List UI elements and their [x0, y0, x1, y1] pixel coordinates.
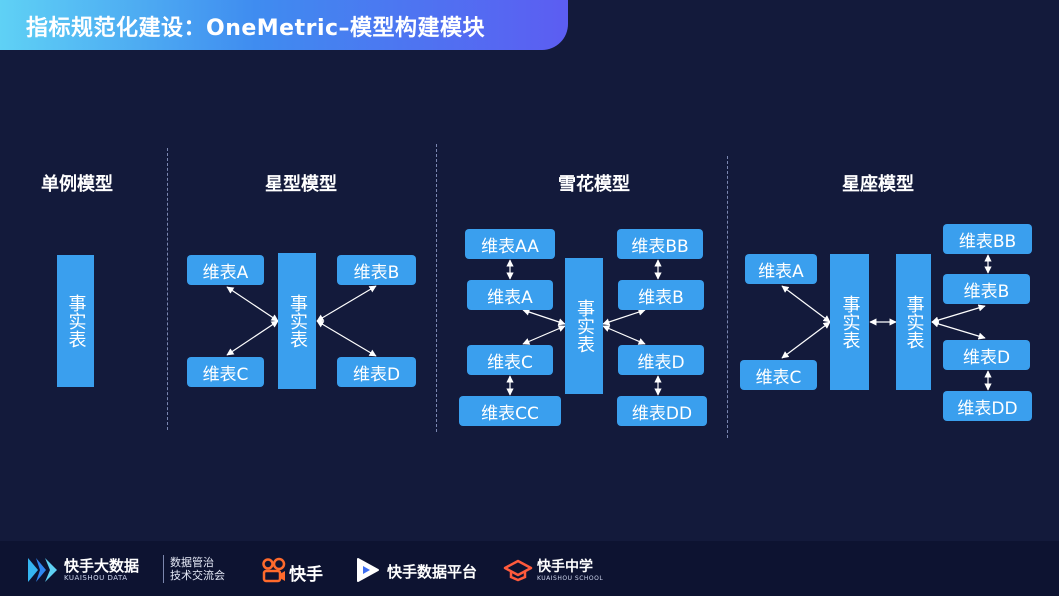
link-star-c: [226, 320, 279, 356]
dim-table-snow-dd: 维表DD: [617, 396, 707, 426]
brand-school: 快手中学: [537, 556, 593, 576]
dim-table-snow-bb: 维表BB: [617, 229, 703, 259]
play-logo-icon: [357, 558, 379, 582]
section-title-single: 单例模型: [41, 174, 113, 195]
school-logo-icon: [503, 559, 533, 582]
link-snow-b: [602, 308, 646, 326]
link-snow-d: [602, 325, 646, 345]
dim-table-snow-aa: 维表AA: [465, 229, 555, 259]
link-star-a: [226, 286, 279, 322]
brand-platform-name: 快手数据平台: [387, 563, 478, 581]
brand-kuaishou-data-sub: KUAISHOU DATA: [64, 574, 128, 582]
dim-table-snow-cc: 维表CC: [459, 396, 561, 426]
link-cons-a: [781, 285, 831, 323]
section-title-snowflake: 雪花模型: [558, 174, 630, 195]
section-divider: [436, 144, 437, 432]
dim-table-star-d: 维表D: [337, 357, 416, 387]
dim-table-cons-b: 维表B: [943, 274, 1030, 304]
section-divider: [167, 148, 168, 430]
link-star-d: [316, 320, 377, 357]
title-banner: 指标规范化建设：OneMetric–模型构建模块: [0, 0, 568, 50]
dim-table-cons-a: 维表A: [745, 254, 817, 284]
dim-table-snow-d: 维表D: [618, 345, 704, 375]
dim-table-star-c: 维表C: [187, 357, 264, 387]
brand-school-sub-wrap: KUAISHOU SCHOOL: [537, 575, 603, 582]
link-cons-c: [781, 321, 831, 359]
link-snow-a: [522, 308, 566, 326]
section-title-star: 星型模型: [265, 174, 337, 195]
brand-kuaishou-name: 快手: [289, 565, 323, 585]
dim-table-star-a: 维表A: [187, 255, 264, 285]
fact-table-constellation-1: 事实表: [830, 254, 869, 390]
dim-table-cons-d: 维表D: [943, 340, 1030, 370]
link-star-b: [316, 285, 377, 322]
fact-table-snowflake: 事实表: [565, 258, 603, 394]
dim-table-cons-dd: 维表DD: [943, 391, 1032, 421]
section-title-constellation: 星座模型: [842, 174, 914, 195]
brand-gov-text: 数据管治 技术交流会: [170, 556, 225, 582]
dim-table-cons-c: 维表C: [740, 360, 817, 390]
kuaishou-data-logo-icon: [28, 558, 57, 582]
dim-table-snow-a: 维表A: [467, 280, 553, 310]
fact-table-single: 事实表: [57, 255, 94, 387]
brand-platform: 快手数据平台: [387, 561, 477, 582]
dim-table-snow-c: 维表C: [467, 345, 553, 375]
page-title: 指标规范化建设：OneMetric–模型构建模块: [26, 16, 486, 41]
dim-table-snow-b: 维表B: [618, 280, 704, 310]
brand-school-sub: KUAISHOU SCHOOL: [537, 575, 604, 582]
link-snow-c: [522, 325, 566, 345]
brand-gov-line2: 技术交流会: [170, 569, 225, 582]
brand-kuaishou: 快手: [289, 560, 323, 585]
fact-table-constellation-2: 事实表: [896, 254, 931, 390]
brand-kuaishou-data: 快手大数据: [64, 555, 139, 576]
brand-gov-line1: 数据管治: [170, 556, 214, 569]
footer-separator: [163, 555, 164, 583]
brand-kuaishou-data-name: 快手大数据: [64, 557, 140, 575]
link-cons-b: [931, 304, 986, 324]
kuaishou-logo-icon: [262, 557, 286, 583]
dim-table-cons-bb: 维表BB: [943, 224, 1032, 254]
dim-table-star-b: 维表B: [337, 255, 416, 285]
link-cons-d: [931, 320, 986, 340]
fact-table-star: 事实表: [278, 253, 316, 389]
section-divider: [727, 156, 728, 438]
brand-school-name: 快手中学: [537, 559, 593, 575]
brand-kuaishou-data-sub-wrap: KUAISHOU DATA: [64, 574, 127, 582]
